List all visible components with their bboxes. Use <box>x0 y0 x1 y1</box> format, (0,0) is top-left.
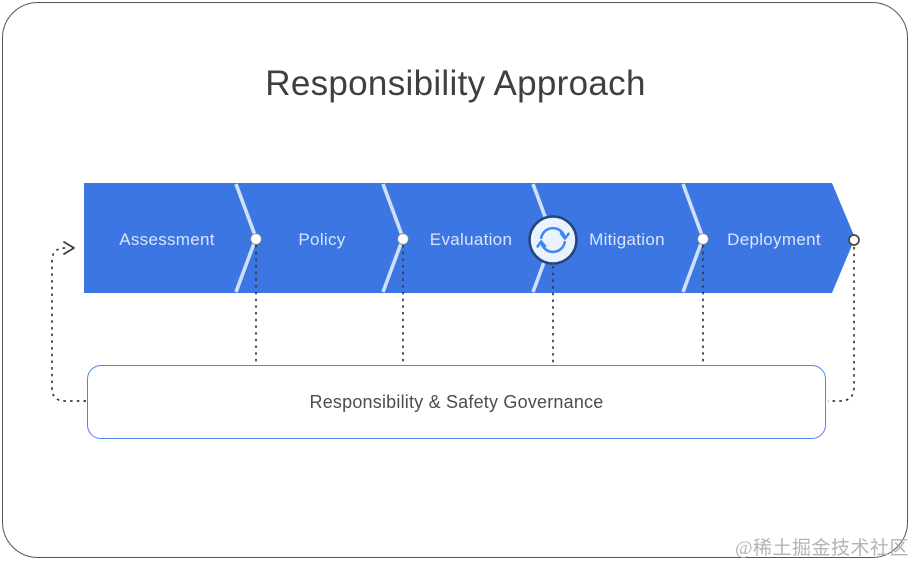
stage-assessment: Assessment <box>119 230 215 249</box>
stage-deployment: Deployment <box>727 230 821 249</box>
stage-mitigation: Mitigation <box>589 230 665 249</box>
governance-label: Responsibility & Safety Governance <box>309 391 604 412</box>
governance-box: Responsibility & Safety Governance <box>87 365 826 439</box>
stage-policy: Policy <box>298 230 346 249</box>
watermark: @稀土掘金技术社区 <box>735 538 909 559</box>
process-banner <box>84 183 855 293</box>
stage-evaluation: Evaluation <box>429 230 513 249</box>
page-title: Responsibility Approach <box>265 64 646 103</box>
